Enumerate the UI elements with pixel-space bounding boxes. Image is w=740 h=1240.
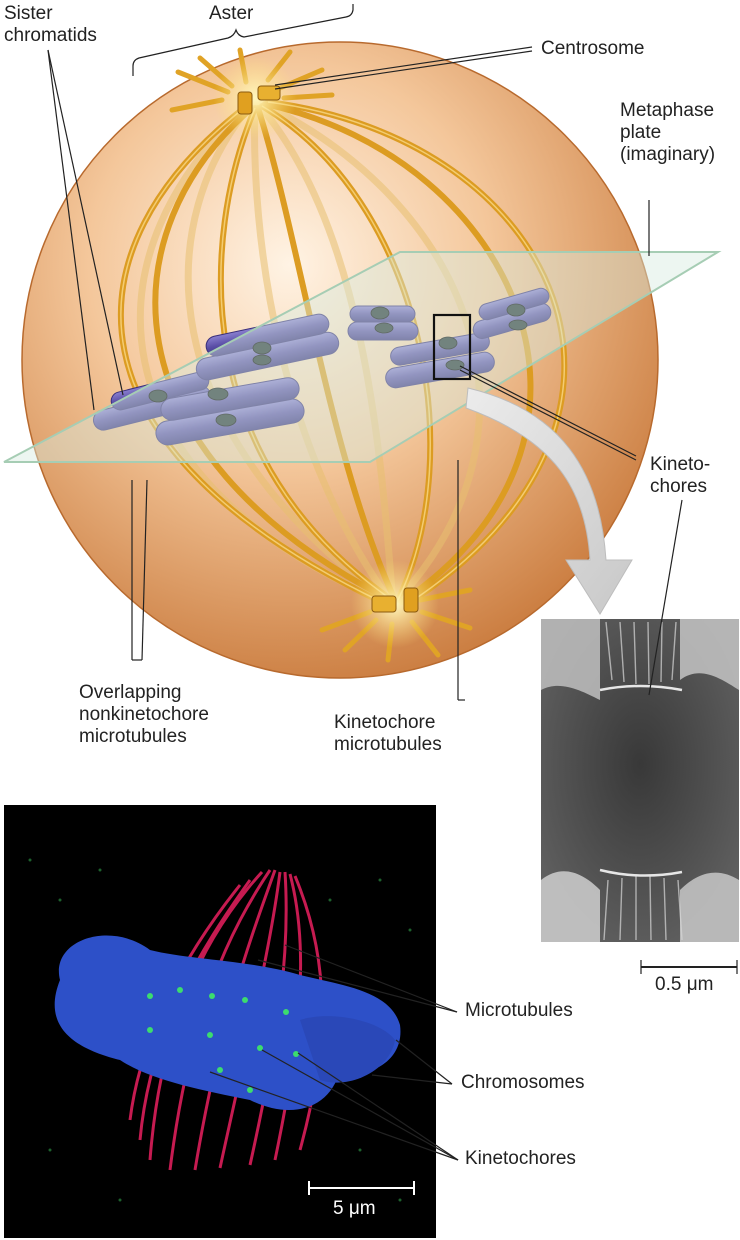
label-em-scale: 0.5 μm xyxy=(655,974,714,995)
fluor-background-speckles xyxy=(28,858,412,1202)
callout-lines xyxy=(47,4,738,1161)
centrosome-glow-top xyxy=(213,56,297,140)
fluor-scale-bar xyxy=(308,1181,415,1195)
zoom-arrow xyxy=(465,387,633,615)
label-kinetochores-micrograph: Kinetochores xyxy=(465,1148,576,1169)
electron-micrograph xyxy=(541,619,739,942)
kinetochores-3d xyxy=(148,303,528,427)
label-metaphase-plate: Metaphase plate (imaginary) xyxy=(620,100,716,165)
label-fluor-scale: 5 μm xyxy=(333,1198,376,1219)
fluor-chromosomes xyxy=(54,935,401,1110)
label-sister-chromatids: Sister chromatids xyxy=(4,3,97,46)
label-centrosome: Centrosome xyxy=(541,38,645,59)
kinetochore-zoom-box xyxy=(432,313,472,381)
centrosome-top xyxy=(237,85,281,115)
fluor-kinetochores xyxy=(147,987,299,1093)
label-kinetochore-microtubules: Kinetochore microtubules xyxy=(334,712,442,755)
fluorescence-micrograph xyxy=(4,805,436,1238)
label-kinetochores-diagram: Kineto- chores xyxy=(650,454,711,497)
label-overlapping-nonkinetochore-microtubules: Overlapping nonkinetochore microtubules xyxy=(79,682,209,747)
label-microtubules: Microtubules xyxy=(465,1000,573,1021)
centrosome-bottom xyxy=(371,587,419,613)
label-aster: Aster xyxy=(209,3,254,24)
metaphase-plate xyxy=(3,251,722,463)
label-chromosomes: Chromosomes xyxy=(461,1072,585,1093)
